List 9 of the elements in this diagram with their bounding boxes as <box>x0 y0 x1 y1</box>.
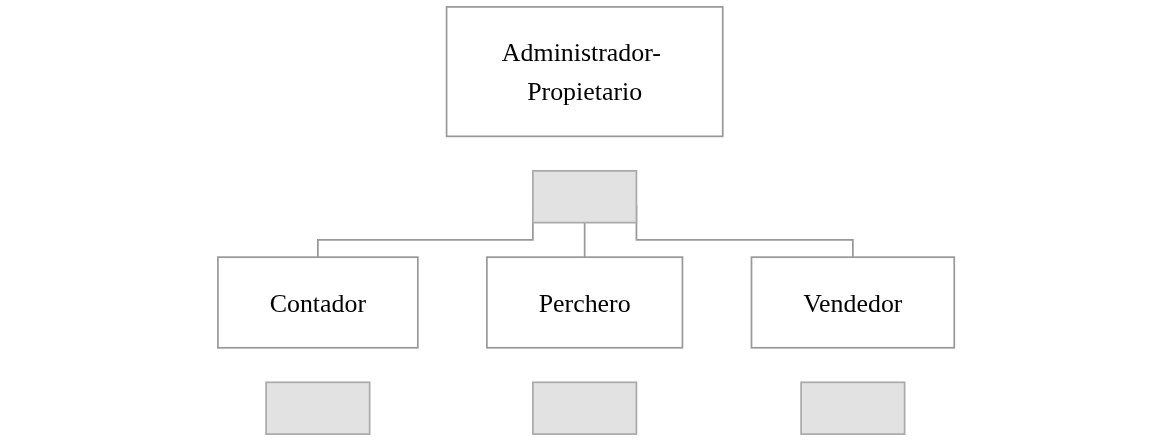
node-box <box>800 381 906 435</box>
node-box <box>531 381 638 435</box>
node-box <box>531 170 638 224</box>
connector <box>583 221 586 259</box>
node-box <box>265 381 371 435</box>
node-box: Perchero <box>485 256 684 349</box>
node-box: Vendedor <box>750 256 956 349</box>
node-box: Administrador- Propietario <box>445 6 724 138</box>
node-box: Contador <box>216 256 419 349</box>
